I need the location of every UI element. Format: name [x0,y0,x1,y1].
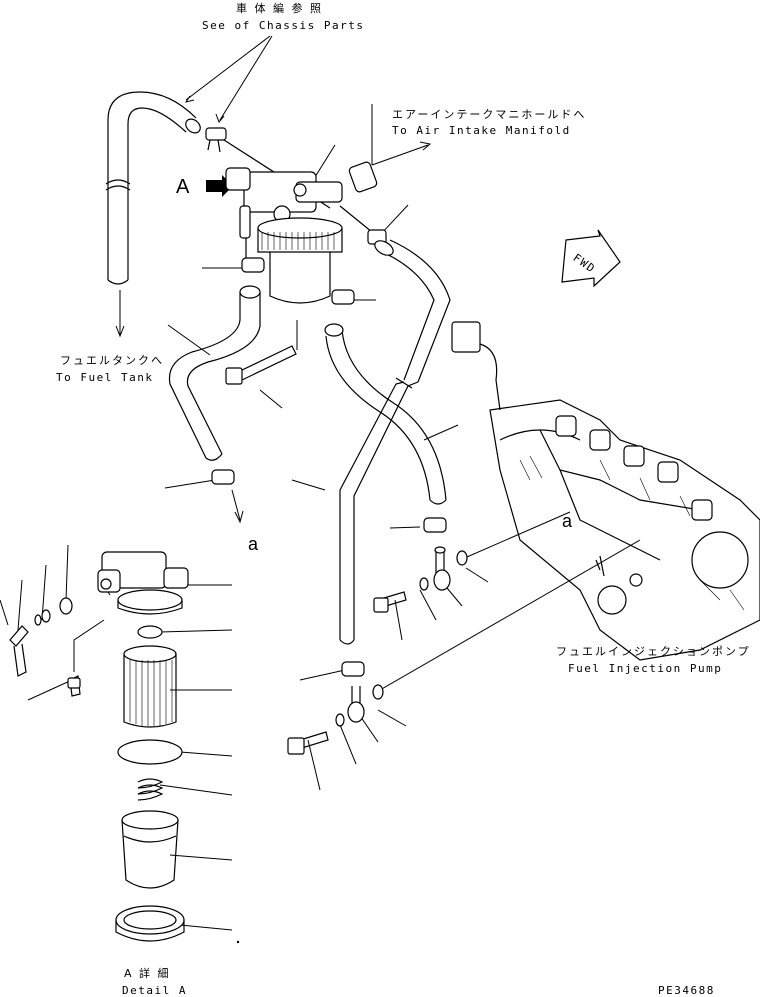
eye-fitting-lower [335,684,384,727]
hose-clamp-top [205,127,227,153]
hose-clamp-left-bottom [211,469,235,485]
hose-crossing [324,323,447,505]
eye-bolt-lower [287,731,329,755]
detail-a-gasket [117,739,183,765]
ref-marker-a-left: a [248,534,259,554]
hose-clamp-filter-right [331,289,355,305]
drawing-code: PE34688 [658,984,715,997]
detail-a-spring [137,778,164,801]
fuel-filter-assembly [223,139,343,304]
detail-label-jp: A 詳 細 [124,966,171,980]
hose-clamp-filter-left [241,257,265,273]
long-bolt [225,345,297,385]
manifold-label-en: To Air Intake Manifold [392,124,571,137]
hose-clamp-lower [341,661,365,677]
hose-to-fuel-tank [105,91,201,285]
detail-a-filter-head [97,551,189,615]
hose-clamp-right-middle [423,517,447,533]
eye-bolt-upper [373,591,407,613]
detail-a-bowl [121,810,179,889]
fuel-tank-label-en: To Fuel Tank [56,371,153,384]
manifold-label-jp: エアーインテークマニホールドへ [392,108,586,121]
detail-label-en: Detail A [122,984,187,997]
detail-a-small-parts [9,597,81,697]
fwd-label: FWD [571,251,598,276]
hose-manifold-down [339,239,451,645]
pump-label-jp: フュエルインジェクションポンプ [556,645,751,658]
ref-marker-a-right: a [562,511,573,531]
manifold-connector [339,161,387,245]
pump-label-en: Fuel Injection Pump [568,662,722,675]
leader-lines [0,35,641,931]
view-marker-a: A [176,176,190,198]
chassis-label-en: See of Chassis Parts [202,19,364,32]
fwd-arrow-icon: FWD [561,229,621,288]
detail-a-o-ring [137,625,163,639]
fuel-injection-pump [451,321,760,661]
eye-fitting-upper [419,546,468,591]
hose-filter-to-pump-left [168,285,261,461]
chassis-label-jp: 車 体 編 参 照 [236,1,323,15]
fuel-tank-label-jp: フュエルタンクへ [60,354,164,367]
stray-mark [236,940,240,944]
detail-a-retaining-ring [115,905,185,942]
detail-a-filter-element [123,645,177,728]
